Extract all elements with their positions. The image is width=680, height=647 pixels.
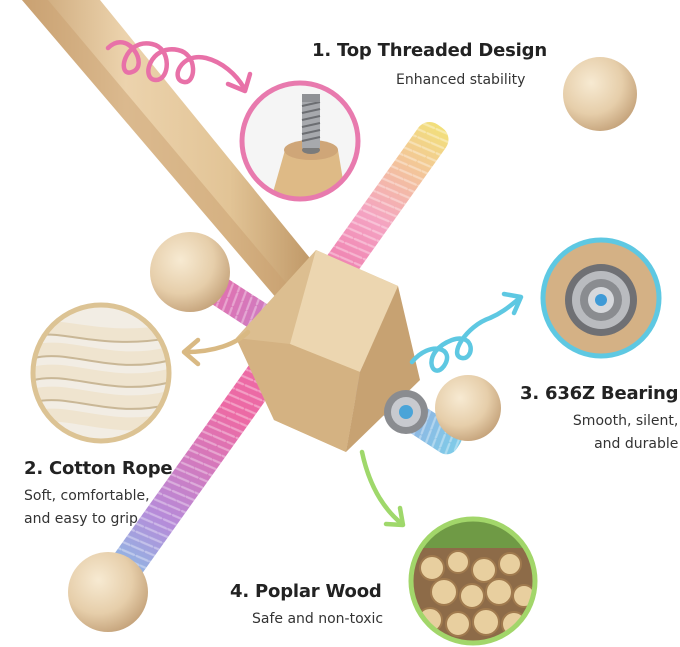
pink-curly-arrow <box>105 40 253 94</box>
feature-threaded-design: 1. Top Threaded Design Enhanced stabilit… <box>312 40 547 92</box>
feature-cotton-rope: 2. Cotton Rope Soft, comfortable, and ea… <box>24 458 173 531</box>
feature-title: 2. Cotton Rope <box>24 458 173 479</box>
feature-description-line: and easy to grip <box>24 511 138 527</box>
bearing-inset <box>540 237 662 359</box>
feature-description-line: Smooth, silent, <box>572 413 679 429</box>
feature-poplar-wood: 4. Poplar Wood Safe and non-toxic <box>230 581 383 631</box>
feature-description: Smooth, silent, and durable <box>520 410 678 456</box>
feature-description: Enhanced stability <box>396 72 526 88</box>
feature-description-line: and durable <box>594 436 679 452</box>
tan-arrow <box>181 329 251 367</box>
blue-curly-arrow <box>409 291 524 373</box>
wooden-ball-left <box>150 232 230 312</box>
wooden-ball-top-right <box>563 57 637 131</box>
wooden-ball-bottom <box>68 552 148 632</box>
feature-description: Soft, comfortable, and easy to grip <box>24 485 172 531</box>
wooden-pole <box>22 0 318 300</box>
feature-description-line: Soft, comfortable, <box>24 488 150 504</box>
green-arrow <box>359 449 406 528</box>
cotton-rope-inset <box>30 302 172 444</box>
wooden-connector-block <box>236 250 428 452</box>
feature-title: 4. Poplar Wood <box>230 581 382 602</box>
feature-description: Safe and non-toxic <box>252 611 384 627</box>
feature-bearing: 3. 636Z Bearing Smooth, silent, and dura… <box>520 383 679 456</box>
threaded-top-inset <box>239 80 361 202</box>
feature-title: 3. 636Z Bearing <box>520 383 679 404</box>
wooden-ball-right <box>435 375 501 441</box>
poplar-wood-inset <box>408 516 538 646</box>
feature-title: 1. Top Threaded Design <box>312 40 547 61</box>
